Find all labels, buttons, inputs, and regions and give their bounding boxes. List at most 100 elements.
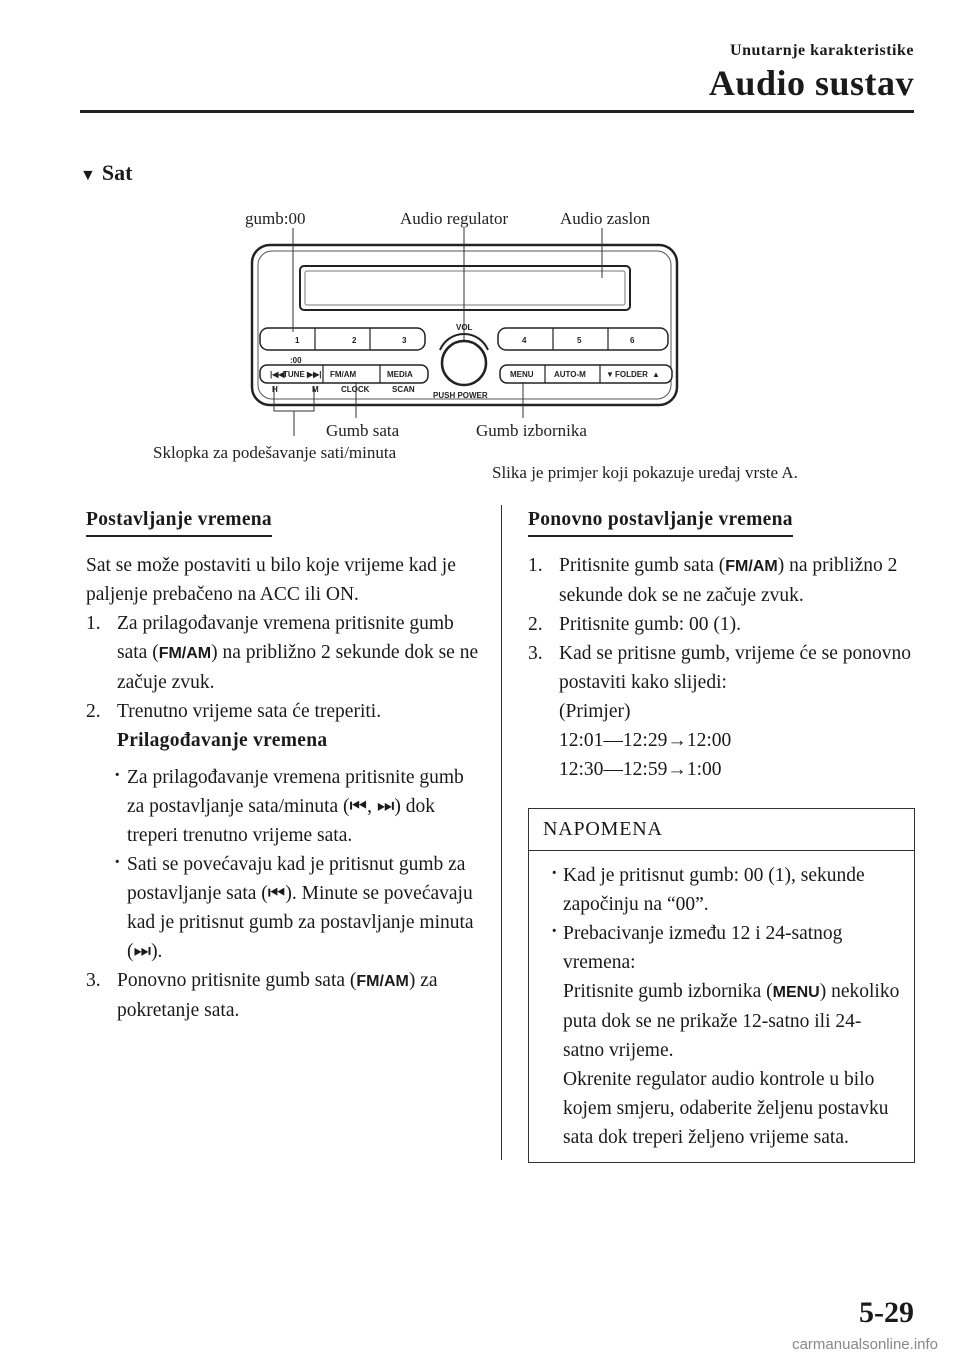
preset-1-label: 1 (295, 336, 300, 345)
callout-audio-zaslon: Audio zaslon (560, 209, 651, 228)
left-bullet-2: · Sati se povećavaju kad je pritisnut gu… (86, 850, 482, 966)
note-bullet-2: · Prebacivanje između 12 i 24-satnog vre… (529, 919, 900, 1152)
h-label: H (272, 385, 278, 394)
figure-caption: Slika je primjer koji pokazuje uređaj vr… (492, 463, 798, 482)
bullet-text: ). Minute se povećavaju kad je pritisnut… (127, 883, 474, 962)
clock-label: CLOCK (341, 385, 370, 394)
bullet-icon: · (114, 765, 121, 786)
step-text: Ponovno pritisnite gumb sata ( (117, 970, 357, 991)
audio-display (299, 265, 631, 311)
volume-knob (440, 339, 488, 387)
step-text: ) za pokretanje sata. (117, 970, 438, 1021)
bullet-text: Sati se povećavaju kad je pritisnut gumb… (127, 854, 466, 904)
folder-up-icon: ▲ (652, 370, 660, 379)
folder-down-icon: ▼ (606, 370, 614, 379)
note-title: NAPOMENA (529, 809, 914, 851)
fmam-label: FM/AM (330, 370, 357, 379)
header-subtitle: Unutarnje karakteristike (730, 42, 914, 59)
bullet-text: Okrenite regulator audio kontrole u bilo… (563, 1069, 889, 1148)
bullet-text: Prebacivanje između 12 i 24-satnog vreme… (563, 923, 843, 973)
preset-4-label: 4 (522, 336, 527, 345)
header-rule (80, 110, 914, 113)
right-step-1: 1. Pritisnite gumb sata (FM/AM) na pribl… (528, 551, 918, 610)
push-power-label: PUSH POWER (433, 391, 488, 400)
left-heading: Postavljanje vremena (86, 505, 272, 537)
seek-icons: ⏮, ⏭ (349, 796, 395, 817)
step-text: ) na približno 2 sekunde dok se ne začuj… (117, 642, 479, 693)
right-heading: Ponovno postavljanje vremena (528, 505, 793, 537)
column-divider (501, 505, 502, 1160)
watermark: carmanualsonline.info (792, 1336, 938, 1353)
left-step-3: 3. Ponovno pritisnite gumb sata (FM/AM) … (86, 966, 482, 1025)
triangle-marker-icon: ▼ (80, 167, 96, 184)
folder-label: FOLDER (615, 370, 648, 379)
left-bullet-1: · Za prilagođavanje vremena pritisnite g… (86, 763, 482, 850)
zero-label: :00 (290, 356, 302, 365)
bullet-text: ) nekoliko puta dok se ne prikaže 12-sat… (563, 981, 900, 1061)
left-step-2: 2. Trenutno vrijeme sata će treperiti. P… (86, 697, 482, 755)
preset-row-right (497, 327, 669, 351)
callout-gumb-sata: Gumb sata (326, 421, 400, 440)
fmam-button-label: FM/AM (725, 558, 778, 575)
tune-prev-icon: |◀◀ (270, 370, 285, 379)
left-step-1: 1. Za prilagođavanje vremena pritisnite … (86, 609, 482, 697)
function-row-right (499, 364, 673, 384)
menu-label: MENU (510, 370, 534, 379)
step-number: 3. (528, 643, 543, 664)
step-text: Trenutno vrijeme sata će treperiti. (117, 701, 382, 722)
preset-5-label: 5 (577, 336, 582, 345)
page-number: 5-29 (859, 1296, 914, 1329)
preset-3-label: 3 (402, 336, 407, 345)
bullet-text: Pritisnite gumb izbornika ( (563, 981, 773, 1002)
menu-button-label: MENU (772, 984, 820, 1001)
m-label: M (312, 385, 319, 394)
tune-label: TUNE (283, 370, 305, 379)
callout-gumb-izbornika: Gumb izbornika (476, 421, 587, 440)
example-line-1: 12:01―12:29→12:00 (559, 730, 732, 751)
fmam-button-label: FM/AM (356, 973, 409, 990)
step-subheading: Prilagođavanje vremena (117, 730, 328, 751)
bullet-icon: · (114, 852, 121, 873)
function-row-left (259, 364, 429, 384)
step-text: Kad se pritisne gumb, vrijeme će se pono… (559, 643, 911, 693)
note-box: NAPOMENA · Kad je pritisnut gumb: 00 (1)… (528, 808, 915, 1163)
step-text: Za prilagođavanje vremena pritisnite gum… (117, 613, 454, 663)
left-column: Postavljanje vremena Sat se može postavi… (86, 505, 482, 1025)
bullet-icon: · (551, 921, 558, 942)
step-number: 1. (86, 613, 101, 634)
callout-gumb00: gumb:00 (245, 209, 305, 228)
section-title: ▼ Sat (80, 160, 132, 186)
right-step-3: 3. Kad se pritisne gumb, vrijeme će se p… (528, 639, 918, 784)
step-text: Pritisnite gumb sata ( (559, 555, 726, 576)
bullet-text: ) dok treperi trenutno vrijeme sata. (127, 796, 436, 846)
step-text: ) na približno 2 sekunde dok se ne začuj… (559, 555, 898, 606)
preset-2-label: 2 (352, 336, 357, 345)
media-label: MEDIA (387, 370, 413, 379)
seek-back-icon: ⏮ (267, 883, 286, 904)
bullet-icon: · (551, 863, 558, 884)
seek-forward-icon: ⏭ (133, 941, 152, 962)
right-step-2: 2. Pritisnite gumb: 00 (1). (528, 610, 918, 639)
step-number: 1. (528, 555, 543, 576)
fmam-button-label: FM/AM (158, 645, 212, 662)
bullet-text: Kad je pritisnut gumb: 00 (1), sekunde z… (563, 865, 865, 915)
step-number: 2. (528, 614, 543, 635)
header-title: Audio sustav (708, 63, 914, 103)
scan-label: SCAN (392, 385, 415, 394)
audio-unit-diagram: 1 2 3 :00 4 5 6 VOL PUSH POWER |◀◀ TUNE … (153, 209, 798, 482)
section-title-text: Sat (101, 160, 133, 185)
callout-audio-regulator: Audio regulator (400, 209, 508, 228)
bullet-text: ). (151, 941, 163, 962)
left-intro: Sat se može postaviti u bilo koje vrijem… (86, 555, 456, 605)
example-label: (Primjer) (559, 701, 631, 722)
step-number: 2. (86, 701, 101, 722)
note-body: · Kad je pritisnut gumb: 00 (1), sekunde… (529, 851, 914, 1162)
right-column: Ponovno postavljanje vremena 1. Pritisni… (528, 505, 918, 784)
preset-6-label: 6 (630, 336, 635, 345)
callout-sklopka: Sklopka za podešavanje sati/minuta (153, 443, 397, 462)
bullet-text: Za prilagođavanje vremena pritisnite gum… (127, 767, 464, 817)
note-bullet-1: · Kad je pritisnut gumb: 00 (1), sekunde… (529, 861, 900, 919)
audio-display-inner (304, 270, 626, 306)
example-line-2: 12:30―12:59→1:00 (559, 759, 722, 780)
preset-row-left (259, 327, 426, 351)
